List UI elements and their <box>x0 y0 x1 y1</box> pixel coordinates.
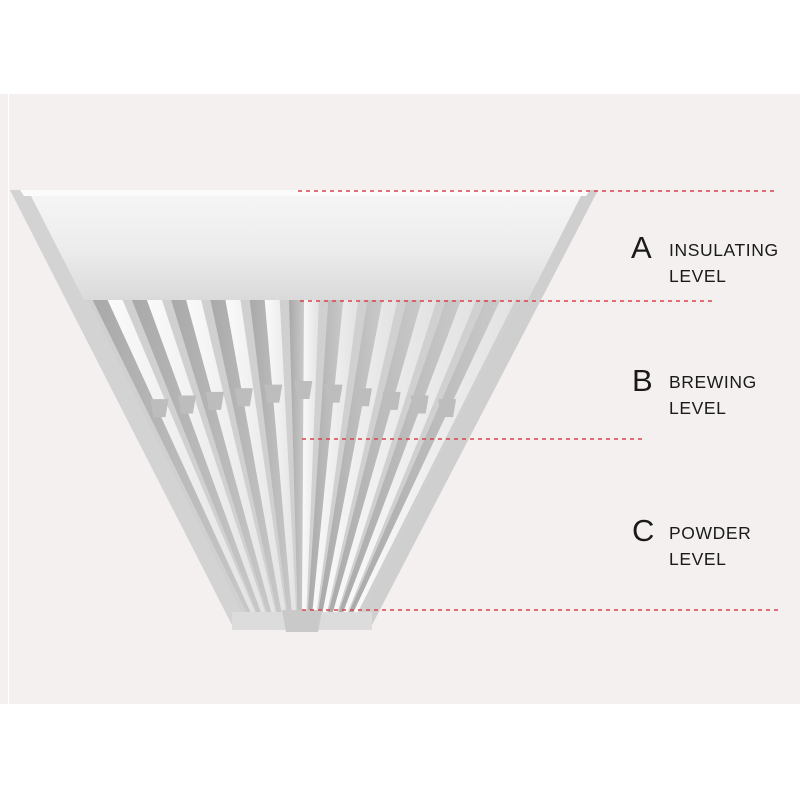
rib-shadow <box>325 300 422 625</box>
rib-highlight <box>338 300 477 625</box>
rib-group <box>88 300 520 625</box>
level-b-line2: LEVEL <box>669 398 727 418</box>
level-lines <box>298 190 778 611</box>
rim-highlight <box>20 190 590 196</box>
level-b-line1: BREWING <box>669 372 757 392</box>
level-a-letter: A <box>631 230 652 265</box>
rib-shadow <box>131 300 266 625</box>
rib-notch <box>177 395 196 414</box>
rib-highlight <box>329 300 437 625</box>
rib-notch <box>294 381 313 399</box>
rib-shadow <box>316 300 383 625</box>
level-a-text: INSULATING LEVEL <box>669 237 779 289</box>
insulating-band <box>28 190 584 300</box>
rib-shadow <box>210 300 284 625</box>
rib-shadow <box>171 300 275 625</box>
rib-notch <box>234 388 253 407</box>
level-c-letter: C <box>632 513 655 548</box>
rib-notch <box>410 395 429 414</box>
rib-highlight <box>186 300 279 625</box>
rib-highlight <box>264 300 297 625</box>
rib-highlight <box>107 300 261 625</box>
panel-edge <box>8 94 9 704</box>
rib-notch <box>438 399 457 418</box>
level-c-line2: LEVEL <box>669 549 727 569</box>
rib-notch <box>150 399 169 418</box>
rib-notch <box>382 391 401 410</box>
rib-highlight <box>320 300 398 625</box>
rib-shadow <box>307 300 344 625</box>
level-b-text: BREWING LEVEL <box>669 369 757 421</box>
rib-shadow <box>92 300 257 625</box>
rib-shadow <box>249 300 293 625</box>
rib-highlight <box>146 300 270 625</box>
level-a-line1: INSULATING <box>669 240 779 260</box>
rib-highlight <box>225 300 288 625</box>
rib-highlight <box>311 300 359 625</box>
rib-shadow <box>343 300 501 625</box>
level-c-line1: POWDER <box>669 523 752 543</box>
rib-shadow <box>334 300 462 625</box>
rib-highlight <box>347 300 516 625</box>
rib-notch <box>206 391 225 410</box>
rib-notch <box>324 384 343 403</box>
cone-outlet <box>282 610 322 632</box>
rib-notch <box>264 384 283 403</box>
rib-notch <box>353 388 372 407</box>
level-a-line2: LEVEL <box>669 266 727 286</box>
level-b-letter: B <box>632 363 653 398</box>
level-c-text: POWDER LEVEL <box>669 520 751 572</box>
